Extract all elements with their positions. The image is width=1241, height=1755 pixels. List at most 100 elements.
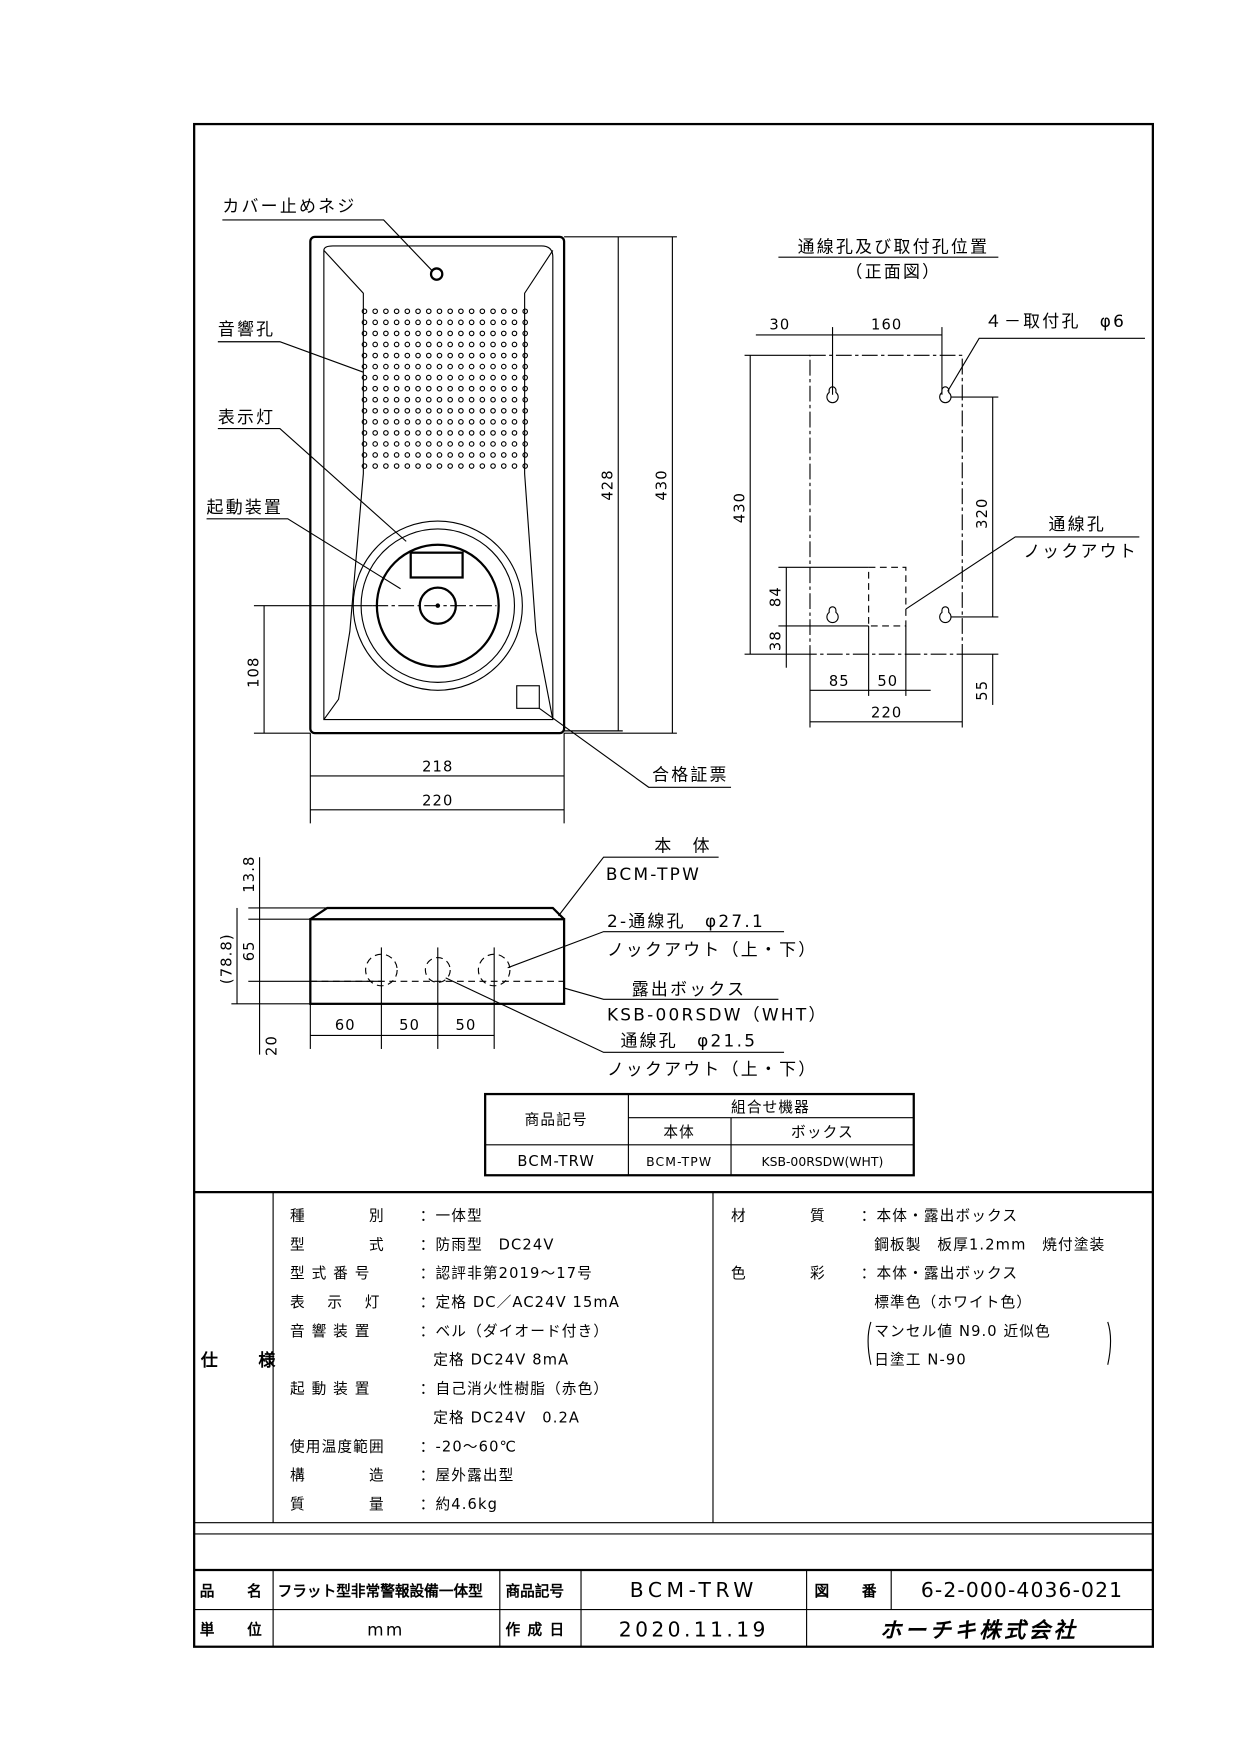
sound-hole [404,341,411,348]
leader [558,856,719,917]
sound-hole [500,385,507,392]
spec-label: 仕 様 [200,1350,278,1370]
label-knockout-2: ノックアウト（上・下） [607,1059,817,1079]
sound-hole [447,352,454,359]
sound-hole [500,407,507,414]
sound-hole [468,341,475,348]
sound-hole [425,396,432,403]
sound-hole [511,308,518,315]
sound-hole [383,374,389,381]
sound-hole [436,308,443,315]
sound-hole [425,430,432,436]
knockout-label: 通線孔 [1049,514,1107,534]
sound-hole [479,308,486,315]
cover-contour-left [323,250,364,720]
spec-value: ：定格 DC／AC24V 15mA [420,1294,620,1311]
paren-right [1107,1321,1112,1365]
sound-hole [415,441,421,447]
sound-hole [468,308,475,315]
cover-screw-icon [429,267,444,281]
label-body-model: BCM-TPW [606,864,701,884]
sound-hole [458,374,464,381]
sound-hole [511,385,518,392]
sound-hole [361,341,368,348]
mount-holes [826,386,952,624]
sound-hole [511,463,518,469]
sound-hole [436,407,443,414]
dim-50a: 50 [399,1017,420,1034]
spec-value: 定格 DC24V 0.2A [433,1409,580,1426]
dim-30: 30 [769,316,790,333]
sound-hole [415,363,421,370]
sound-hole [393,407,400,414]
sound-hole [500,463,507,469]
dim-85: 85 [829,673,850,690]
sound-hole [393,319,400,326]
spec-key: 構 造 [290,1467,385,1484]
sound-hole [415,308,421,315]
sound-hole [490,419,496,425]
sound-hole [361,419,368,425]
dim-160: 160 [871,316,902,333]
sound-hole [415,319,421,326]
sound-hole [490,452,496,458]
sound-hole [393,385,400,392]
label-exposed-box: 露出ボックス [632,979,746,999]
sound-hole [404,463,411,469]
sound-hole [447,330,454,337]
spec-value: ：約4.6kg [420,1496,498,1513]
sound-hole [500,430,507,436]
sound-hole [458,341,464,348]
speaker-grille [361,308,529,469]
sound-hole [522,330,529,337]
sound-hole [361,363,368,370]
sound-hole [415,463,421,469]
sound-hole [522,419,529,425]
sound-hole [458,452,464,458]
sound-hole [511,352,518,359]
sound-hole [425,407,432,414]
label-knockout-1: ノックアウト（上・下） [607,939,817,959]
sound-hole [404,308,411,315]
sound-hole [522,430,529,436]
leader [905,536,1140,610]
label-indicator-lamp: 表示灯 [218,407,276,427]
sound-hole [372,463,379,469]
knockout-label-2: ノックアウト [1023,541,1138,561]
sound-hole [468,319,475,326]
code-label: 商品記号 [505,1582,564,1600]
sound-hole [415,407,421,414]
sound-hole [490,352,496,359]
product-name: フラット型非常警報設備一体型 [278,1582,484,1600]
sound-hole [522,463,529,469]
dim-55: 55 [974,680,991,701]
spec-value: ：屋外露出型 [420,1467,515,1484]
spec-value: ：ベル（ダイオード付き） [420,1323,609,1340]
sound-hole [447,341,454,348]
spec-key: 質 量 [290,1495,385,1513]
sound-hole [372,430,379,436]
sound-hole [447,430,454,436]
label-sound-holes: 音響孔 [218,319,276,339]
sound-hole [500,352,507,359]
sound-hole [383,308,389,315]
cell-code: BCM-TRW [517,1153,595,1170]
title-block: 品 名 フラット型非常警報設備一体型 商品記号 BCM-TRW 図 番 6-2-… [194,1568,1153,1647]
sound-hole [436,330,443,337]
sound-hole [468,430,475,436]
knockout-outline [868,566,907,627]
sound-hole [383,463,389,469]
sound-hole [468,363,475,370]
sound-hole [458,396,464,403]
dim-430: 430 [654,469,671,500]
sound-hole [479,341,486,348]
sound-hole [447,463,454,469]
sound-hole [372,363,379,370]
sound-hole [372,374,379,381]
sound-hole [468,452,475,458]
cover-contour-right [524,250,554,720]
sound-hole [436,363,443,370]
sound-hole [490,341,496,348]
